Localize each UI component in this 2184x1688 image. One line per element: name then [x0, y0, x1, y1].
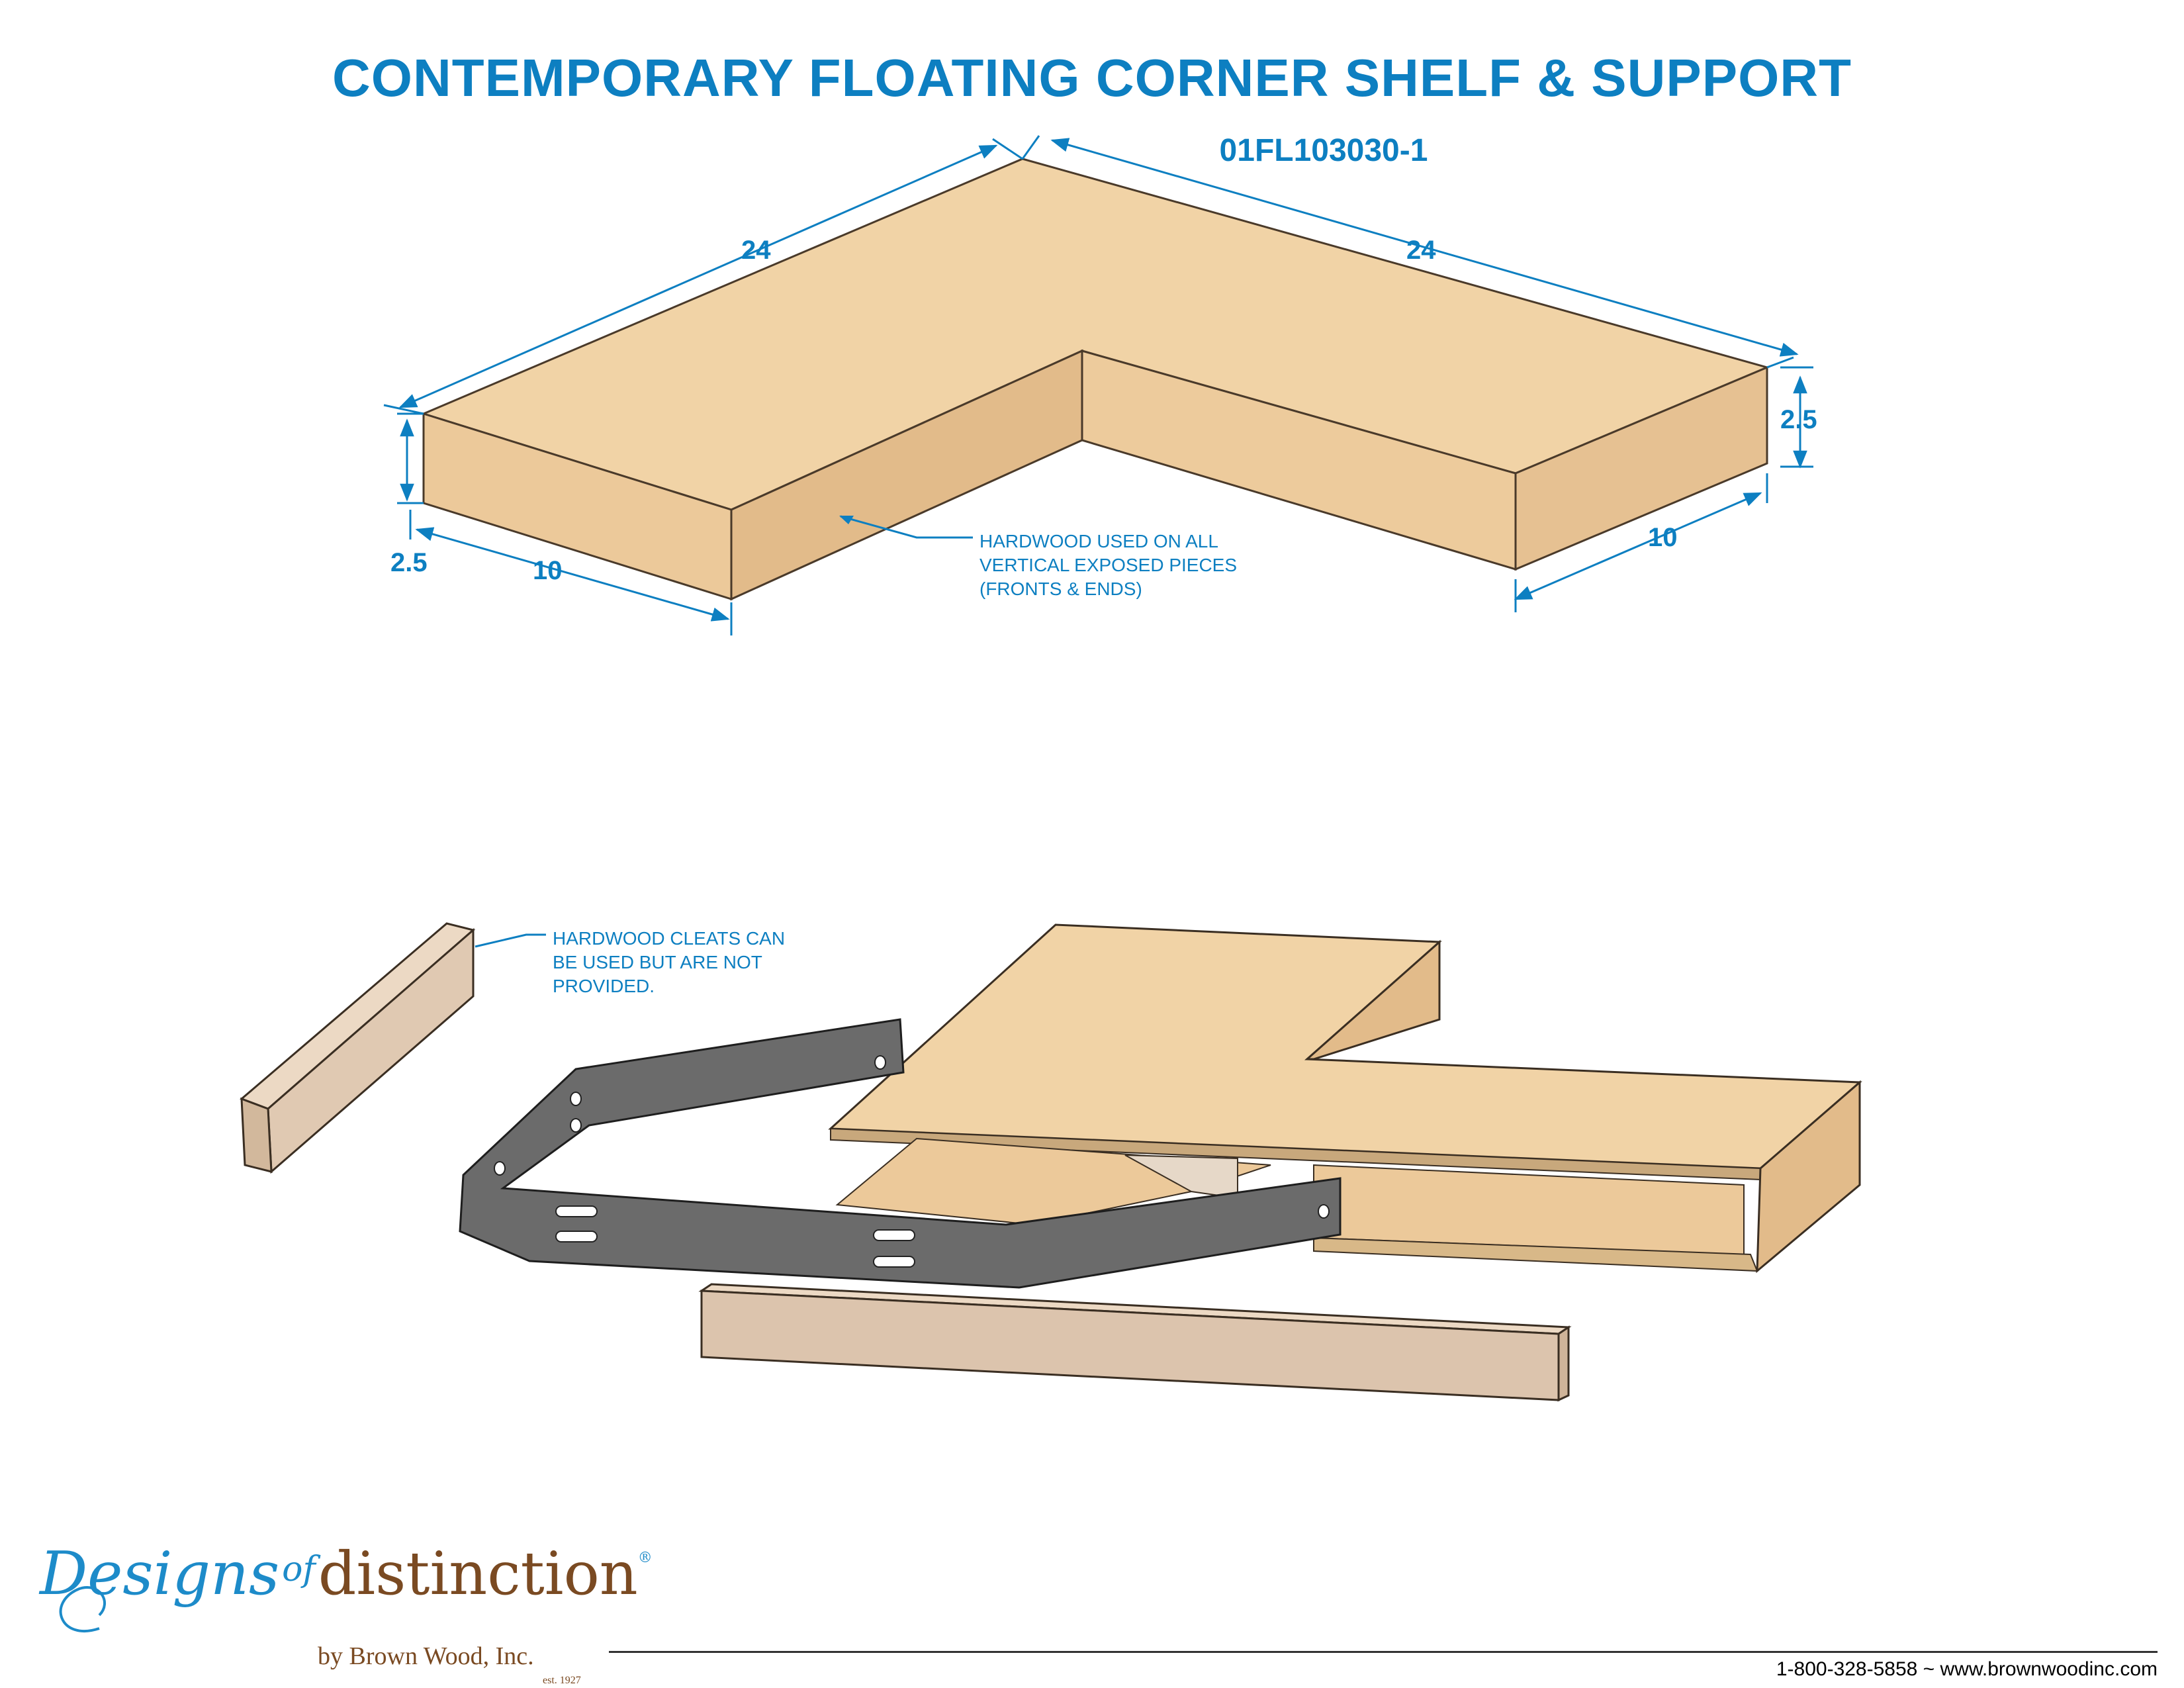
note-hardwood-cleats: HARDWOOD CLEATS CAN BE USED BUT ARE NOT …	[553, 928, 786, 996]
cleat-note-leader	[475, 933, 546, 948]
footer-divider	[609, 1651, 2158, 1653]
shelf-end-block-right	[1756, 1080, 1861, 1274]
footer-contact: 1-800-328-5858 ~ www.brownwoodinc.com	[1776, 1658, 2158, 1680]
dimension-lines	[383, 135, 1813, 635]
bracket-holes	[494, 1055, 1330, 1268]
brand-name-script: Designs	[40, 1539, 280, 1609]
shelf-panel-lower	[1313, 1237, 1758, 1272]
brand-by-line: by Brown Wood, Inc.	[318, 1642, 534, 1670]
cleat-bottom-end	[1557, 1325, 1570, 1402]
dim-left-depth: 10	[533, 556, 563, 585]
page-title: CONTEMPORARY FLOATING CORNER SHELF & SUP…	[332, 48, 1852, 107]
note-hardwood-vertical: HARDWOOD USED ON ALL VERTICAL EXPOSED PI…	[979, 531, 1238, 599]
dim-left-length: 24	[741, 236, 771, 265]
cleat-left-end	[240, 1097, 273, 1173]
registered-mark: ®	[637, 1550, 653, 1566]
brand-name-of: of	[282, 1550, 316, 1589]
metal-support-bracket	[459, 1018, 1342, 1289]
brand-swirl-icon	[59, 1586, 107, 1633]
brand-logo: Designsofdistinction®	[40, 1539, 653, 1609]
brand-name-main: distinction	[318, 1539, 638, 1609]
dim-left-height: 2.5	[390, 548, 428, 577]
dim-right-height: 2.5	[1780, 405, 1817, 434]
exploded-view	[240, 922, 1862, 1402]
brand-est: est. 1927	[543, 1675, 581, 1686]
shelf-end-block-upper	[1304, 939, 1441, 1060]
dim-right-length: 24	[1406, 236, 1436, 265]
dim-right-depth: 10	[1648, 523, 1678, 552]
